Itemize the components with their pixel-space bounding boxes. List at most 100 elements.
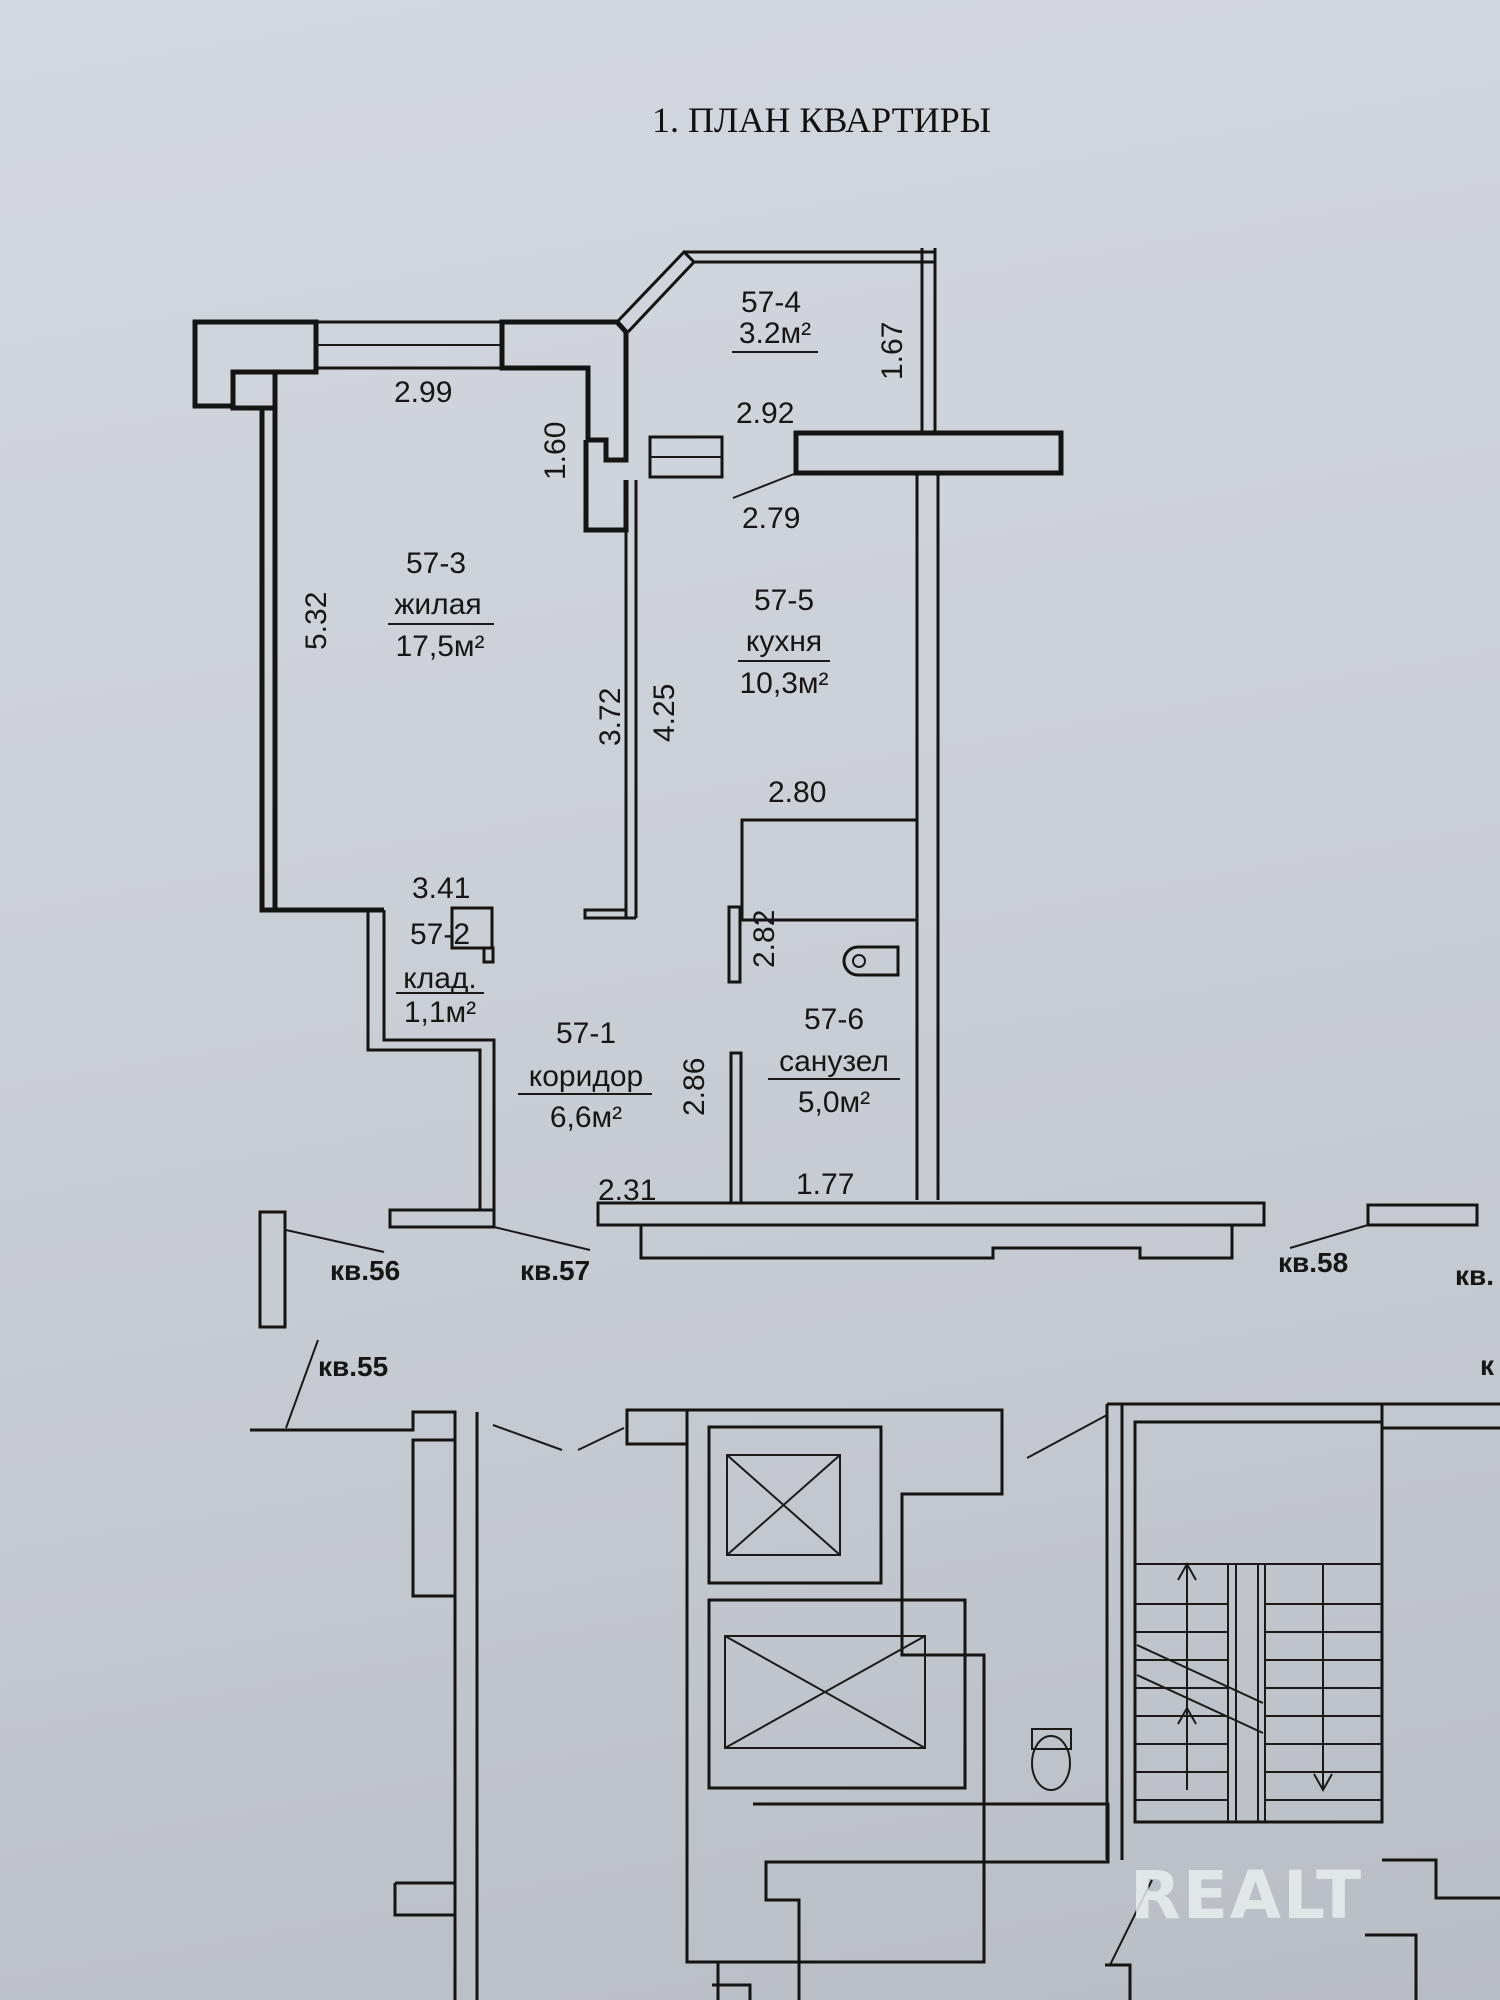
room-57-3-name: жилая <box>394 588 481 621</box>
door-swing-bottom <box>1109 1879 1153 1966</box>
room-57-5-area: 10,3м² <box>739 667 828 700</box>
core-column-left <box>453 1412 479 2000</box>
room-57-1-area: 6,6м² <box>550 1101 622 1134</box>
dim-living-inner-wall: 3.72 <box>594 688 627 746</box>
dim-living-width: 2.99 <box>394 376 452 409</box>
lift-cabin-small <box>726 1454 841 1556</box>
arrow-up-icon-2 <box>1177 1705 1197 1725</box>
label-kv-partial-2: к <box>1480 1350 1495 1381</box>
room-57-2-area: 1,1м² <box>404 996 476 1029</box>
leader-kv56 <box>285 1229 385 1253</box>
dim-corridor-width: 3.41 <box>412 872 470 905</box>
loggia-top-rail <box>684 250 937 264</box>
stair-outer-wall <box>1105 1402 1500 1860</box>
wall-kv58 <box>1366 1203 1479 1227</box>
leader-kv58 <box>1289 1224 1369 1249</box>
room-57-6-name: санузел <box>779 1045 889 1078</box>
lift-shaft-small <box>707 1425 883 1585</box>
wall-storage-inner <box>366 910 482 1210</box>
label-kv55: кв.55 <box>318 1351 388 1382</box>
label-kv58: кв.58 <box>1278 1247 1348 1278</box>
storage-shaft <box>450 906 494 950</box>
wall-left-lower-stub <box>393 1881 455 1917</box>
lift-block-outline <box>685 1408 1004 1964</box>
room-57-4-id: 57-4 <box>741 286 801 319</box>
room-57-5-id: 57-5 <box>754 584 814 617</box>
apartment-57-walls <box>192 248 1266 1260</box>
toilet-icon <box>842 945 900 977</box>
wall-storage <box>382 910 496 1210</box>
room-labels: 57-3 жилая 17,5м² 57-4 3.2м² 57-5 кухня … <box>388 286 900 1134</box>
dim-bath-length: 2.82 <box>748 910 781 968</box>
label-kv56: кв.56 <box>330 1255 400 1286</box>
label-kv57: кв.57 <box>520 1255 590 1286</box>
bottom-slab-lower <box>639 1225 1234 1260</box>
wall-right-bottom <box>1365 1933 1418 2000</box>
room-57-1-id: 57-1 <box>556 1017 616 1050</box>
core-lower-wall <box>753 1802 1110 2000</box>
wall-right-edge <box>1380 1404 1500 1430</box>
partition-living-end <box>583 908 636 920</box>
entry-wall-left <box>388 1208 496 1229</box>
core-stub <box>625 1408 689 1446</box>
bottom-slab <box>596 1201 1266 1227</box>
dim-bath-width: 2.80 <box>768 776 826 809</box>
dim-bath-bottom: 1.77 <box>796 1168 854 1201</box>
room-57-5-name: кухня <box>746 625 822 658</box>
wall-bottom-mid-stub <box>712 1983 752 2000</box>
room-57-6-area: 5,0м² <box>798 1086 870 1119</box>
wall-block-top-right <box>499 319 629 463</box>
hall-toilet-tank <box>1031 1728 1072 1750</box>
neighbor-apartments: кв.56 кв.57 кв.58 кв. к кв.55 <box>258 1203 1495 1429</box>
lift-cross-large-2 <box>724 1635 926 1749</box>
leader-kv55 <box>285 1339 319 1429</box>
arrow-down-icon <box>1313 1773 1333 1793</box>
room-57-1-name: коридор <box>529 1060 643 1093</box>
room-57-3-id: 57-3 <box>406 547 466 580</box>
door-swing-right <box>577 1427 625 1451</box>
toilet-bowl-icon <box>852 954 866 968</box>
hall-toilet-icon <box>1031 1735 1071 1791</box>
storage-shaft-tab <box>482 946 495 964</box>
dim-balcony-depth: 1.67 <box>876 322 909 380</box>
lift-cross-small-2 <box>726 1454 841 1556</box>
balcony-slab <box>793 430 1064 476</box>
partition-corridor-bath <box>729 1051 743 1205</box>
wall-right-lower <box>1382 1858 1500 1900</box>
wall-kv56 <box>258 1210 287 1329</box>
room-57-3-area: 17,5м² <box>395 630 484 663</box>
dim-niche-depth: 1.60 <box>539 422 572 480</box>
arrow-up-icon <box>1177 1561 1197 1581</box>
dim-balcony-width: 2.92 <box>736 397 794 430</box>
dim-corridor-length: 2.86 <box>678 1058 711 1116</box>
loggia-diagonal-wall <box>615 249 697 334</box>
lift-cabin-large <box>724 1635 926 1749</box>
wall-kitchen-right <box>915 473 940 1200</box>
wall-living-left <box>259 408 384 913</box>
wall-pier <box>230 369 278 411</box>
wall-corner-top-left <box>192 319 319 411</box>
bathroom-door-jamb <box>727 905 742 984</box>
room-57-2-id: 57-2 <box>410 918 470 951</box>
room-57-2-name: клад. <box>403 962 477 995</box>
realt-watermark-logo: REALT <box>1130 1857 1363 1934</box>
room-57-6-id: 57-6 <box>804 1003 864 1036</box>
stair-treads <box>1135 1564 1382 1822</box>
dim-kitchen-width-leader <box>732 473 795 499</box>
lift-shaft-large <box>707 1598 967 1790</box>
dim-living-length: 5.32 <box>300 592 333 650</box>
wall-bottom-right-stub <box>1105 1963 1132 2000</box>
plan-title: 1. ПЛАН КВАРТИРЫ <box>652 100 991 140</box>
stair-door-swing <box>1026 1414 1108 1459</box>
loggia-right-wall <box>920 248 937 432</box>
building-core <box>250 1402 1500 2000</box>
room-57-4-area: 3.2м² <box>739 317 811 350</box>
label-kv-partial-1: кв. <box>1455 1260 1494 1291</box>
dim-kitchen-length: 4.25 <box>648 684 681 742</box>
door-swing-left <box>492 1424 563 1451</box>
bathroom-top-box <box>740 818 919 922</box>
leader-kv57 <box>493 1226 591 1251</box>
stair-break-line <box>1136 1644 1264 1734</box>
